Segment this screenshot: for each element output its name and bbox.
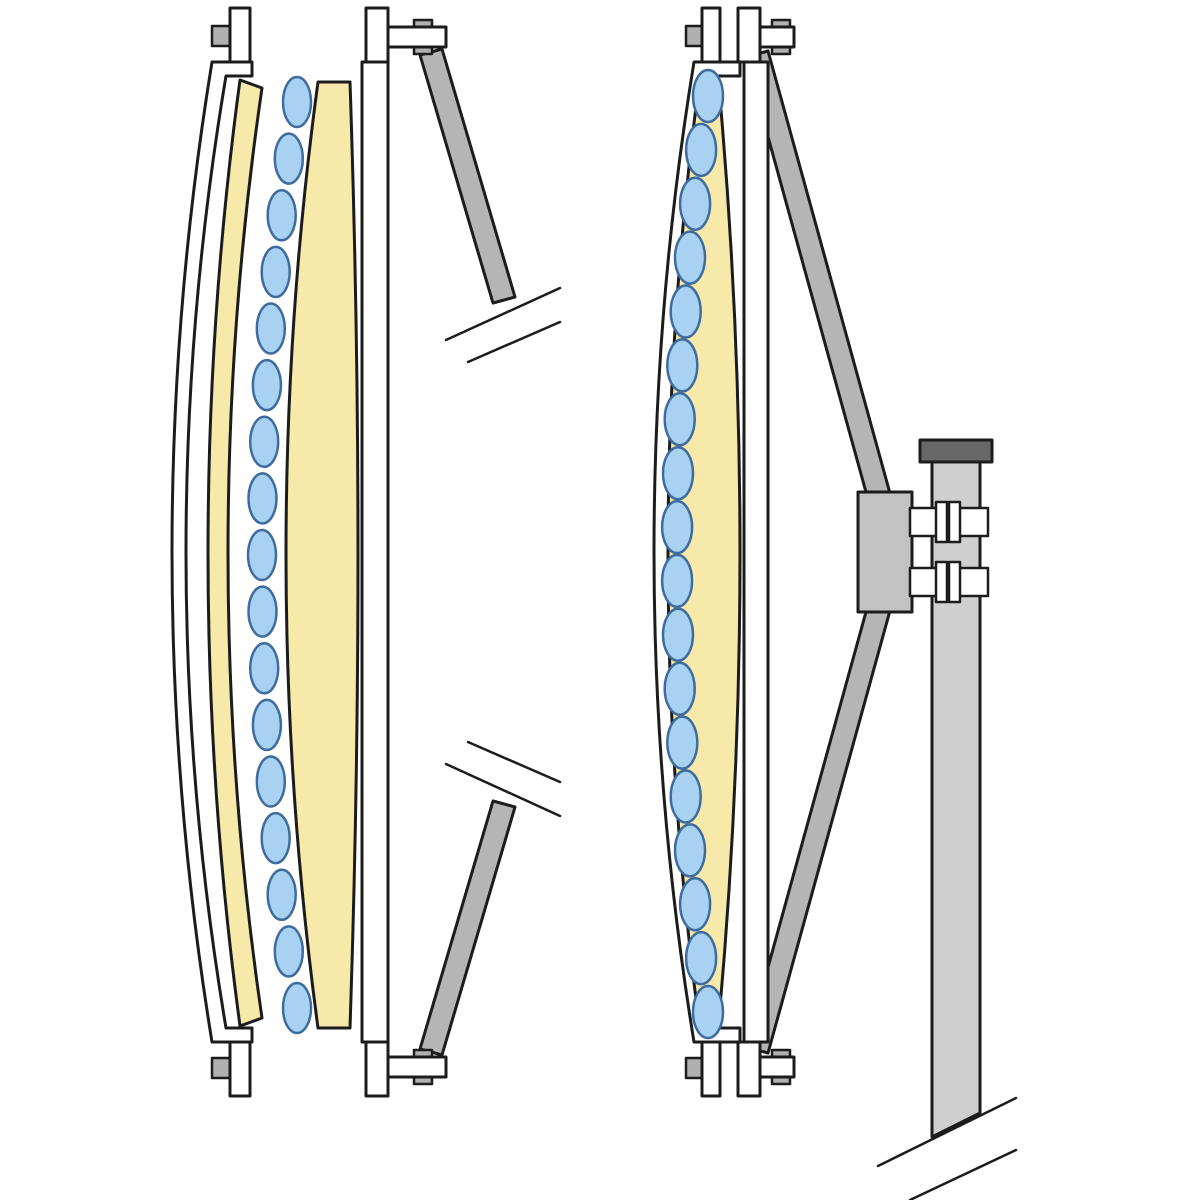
pole-bracket: [856, 490, 914, 614]
pole-clamp-lower: [908, 560, 990, 604]
bubble: [248, 415, 280, 469]
panel-top-arm: [758, 25, 796, 49]
bubble: [691, 984, 725, 1040]
bubble: [281, 75, 313, 129]
panel-bottom-tab: [364, 1040, 390, 1098]
bubble: [691, 68, 725, 124]
panel-bottom-tab: [736, 1040, 762, 1098]
bubble: [260, 245, 291, 299]
bubble: [251, 358, 283, 412]
break-mark-bottom: [444, 740, 562, 818]
back-panel-left: [360, 60, 390, 1044]
bubble: [281, 981, 313, 1035]
bubble: [666, 715, 699, 770]
break-mark-top: [444, 286, 562, 364]
support-strut-top-left: [418, 47, 517, 305]
housing-top-tab: [228, 6, 252, 64]
panel-top-arm: [386, 25, 448, 49]
bubble: [684, 930, 718, 986]
bubble: [684, 122, 718, 178]
bubble: [666, 338, 699, 393]
back-panel-right: [742, 60, 770, 1044]
cushion-strip: [206, 78, 264, 1028]
bubble: [273, 132, 305, 185]
bubble: [669, 284, 702, 339]
right-assembly: [652, 6, 1018, 1200]
bubble: [673, 230, 707, 285]
bubble: [246, 528, 278, 582]
bubble: [273, 925, 305, 978]
bolt-icon: [684, 1056, 704, 1080]
pole-clamp-upper: [908, 500, 990, 544]
bubble-column-left: [246, 75, 313, 1035]
bubble: [266, 189, 297, 242]
bubble: [260, 811, 291, 865]
clamp-bolt-icon: [934, 560, 949, 604]
panel-bottom-arm: [758, 1055, 796, 1079]
support-strut-bottom-left: [418, 799, 517, 1057]
panel-top-tab: [736, 6, 762, 64]
lens-cushion: [284, 80, 360, 1030]
bubble: [660, 499, 694, 555]
housing-bottom-tab: [228, 1040, 252, 1098]
front-skin-housing: [170, 60, 254, 1044]
panel-bottom-arm: [386, 1055, 448, 1079]
pole-cap: [918, 438, 994, 464]
bubble: [661, 607, 695, 663]
housing-bottom-tab: [700, 1040, 722, 1098]
bubble: [255, 755, 287, 808]
bubble: [266, 868, 297, 922]
housing-top-tab: [700, 6, 722, 64]
clamp-bolt-icon: [934, 500, 949, 544]
bolt-icon: [684, 24, 704, 48]
pole-break-mark: [876, 1096, 1018, 1200]
clamp-bolt-icon: [947, 500, 962, 544]
bubble: [663, 661, 696, 716]
bubble: [673, 823, 707, 878]
bubble: [255, 302, 287, 355]
bubble: [669, 769, 702, 824]
left-assembly: [170, 6, 562, 1098]
bubble: [661, 445, 695, 501]
bubble: [660, 553, 694, 609]
bubble-column-right: [660, 68, 725, 1040]
bubble: [248, 642, 280, 695]
clamp-bolt-icon: [947, 560, 962, 604]
bubble: [678, 876, 712, 932]
bubble: [663, 392, 696, 447]
bubble: [247, 585, 278, 638]
panel-top-tab: [364, 6, 390, 64]
bubble: [678, 176, 712, 232]
bubble: [251, 698, 283, 752]
bubble: [247, 472, 278, 525]
